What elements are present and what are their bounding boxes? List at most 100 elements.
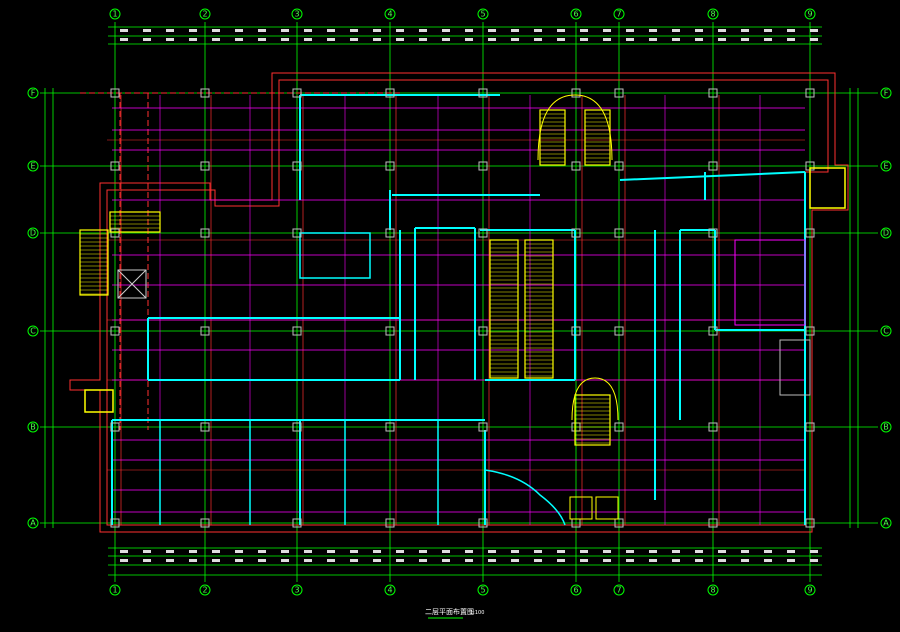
dimension-text: [787, 550, 795, 553]
elevator-lobby: [299, 232, 371, 279]
grid-bubble-label: 9: [807, 586, 812, 595]
dimension-text: [695, 550, 703, 553]
dimension-text: [258, 38, 266, 41]
dimension-lines: [44, 26, 859, 576]
structural-column: [110, 326, 120, 336]
elevator-car: [595, 496, 619, 520]
dimension-text: [442, 559, 450, 562]
grid-bubble-label: 2: [202, 10, 207, 19]
dimension-text: [603, 559, 611, 562]
grid-bubble-B: [27, 421, 39, 433]
dimension-text: [741, 29, 749, 32]
entrance-canopy: [809, 167, 846, 209]
dimension-text: [189, 29, 197, 32]
dimension-text: [350, 29, 358, 32]
dimension-text: [396, 29, 404, 32]
grid-bubble-A: [880, 517, 892, 529]
dimension-text: [442, 29, 450, 32]
dimension-text: [488, 550, 496, 553]
dimension-text: [603, 550, 611, 553]
dimension-text: [580, 29, 588, 32]
dimension-text: [764, 29, 772, 32]
grid-bubble-label: F: [31, 89, 36, 98]
grid-bubble-4: [384, 584, 396, 596]
dimension-text: [580, 38, 588, 41]
grid-bubble-4: [384, 8, 396, 20]
dimension-text: [649, 38, 657, 41]
dimension-text: [718, 550, 726, 553]
structural-column: [708, 326, 718, 336]
dimension-text: [649, 550, 657, 553]
dimension-text: [212, 29, 220, 32]
stair-curve: [537, 94, 613, 161]
grid-bubble-label: 6: [573, 586, 578, 595]
structural-column: [708, 88, 718, 98]
grid-bubble-F: [880, 87, 892, 99]
grid-bubble-6: [570, 584, 582, 596]
dimension-text: [396, 550, 404, 553]
structural-column: [110, 518, 120, 528]
dimension-text: [511, 550, 519, 553]
dimension-text: [649, 559, 657, 562]
dimension-text: [718, 38, 726, 41]
grid-bubble-label: 9: [807, 10, 812, 19]
structural-column: [110, 161, 120, 171]
dimension-text: [166, 559, 174, 562]
dimension-text: [258, 550, 266, 553]
stairs-and-escalators: [79, 94, 846, 520]
restroom: [734, 239, 806, 326]
dimension-text: [488, 29, 496, 32]
structural-column: [805, 518, 815, 528]
dimension-text: [281, 29, 289, 32]
grid-bubble-E: [880, 160, 892, 172]
grid-bubble-3: [291, 584, 303, 596]
stair-north-left: [539, 109, 566, 166]
structural-column: [110, 228, 120, 238]
structural-column: [110, 88, 120, 98]
dimension-text: [764, 559, 772, 562]
drawing-title: 二层平面布置图: [425, 607, 474, 616]
dimension-text: [626, 38, 634, 41]
grid-bubble-label: 5: [480, 586, 485, 595]
drawing-title-block: 二层平面布置图 1:100: [425, 607, 484, 619]
dimension-text: [304, 38, 312, 41]
dimension-text: [672, 29, 680, 32]
dimension-text: [810, 38, 818, 41]
grid-bubble-1: [109, 584, 121, 596]
dimension-text: [718, 29, 726, 32]
wall-segment: [619, 171, 806, 181]
dimension-text: [787, 559, 795, 562]
grid-bubble-label: D: [30, 229, 36, 238]
grid-bubble-D: [27, 227, 39, 239]
dimension-text: [580, 559, 588, 562]
stair-west-landing: [109, 211, 161, 233]
dimension-text: [120, 550, 128, 553]
dimension-text: [258, 559, 266, 562]
dimension-text: [764, 38, 772, 41]
dimension-text: [534, 550, 542, 553]
structural-column: [571, 228, 581, 238]
dimension-text: [695, 38, 703, 41]
grid-bubble-F: [27, 87, 39, 99]
structural-column: [292, 228, 302, 238]
outer-wall-line: [69, 72, 849, 533]
grid-bubble-label: E: [30, 162, 35, 171]
dimension-text: [787, 29, 795, 32]
dimension-text: [350, 550, 358, 553]
dimension-text: [557, 550, 565, 553]
dimension-text: [580, 550, 588, 553]
dimension-text: [327, 550, 335, 553]
dimension-text: [327, 29, 335, 32]
grid-bubble-label: 7: [616, 586, 621, 595]
dimension-text: [534, 38, 542, 41]
structural-column: [200, 161, 210, 171]
dimension-text: [143, 38, 151, 41]
dimension-text: [810, 559, 818, 562]
grid-bubble-B: [880, 421, 892, 433]
dimension-text: [212, 559, 220, 562]
stair-west: [79, 229, 109, 296]
structural-column: [385, 88, 395, 98]
dimension-text: [511, 38, 519, 41]
dimension-text: [557, 29, 565, 32]
